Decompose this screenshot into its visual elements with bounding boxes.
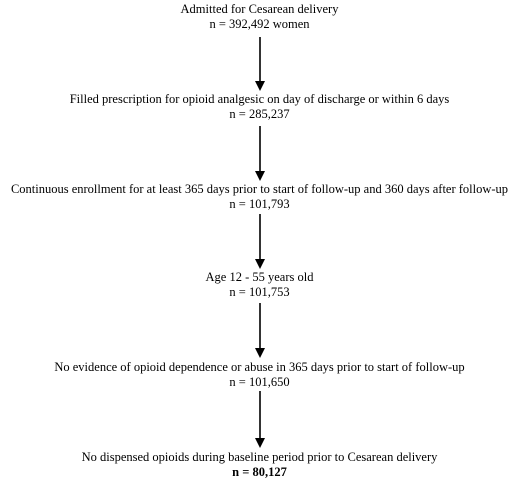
step-label: Filled prescription for opioid analgesic… xyxy=(69,92,450,106)
step-label: Admitted for Cesarean delivery xyxy=(180,2,339,16)
step-label: No evidence of opioid dependence or abus… xyxy=(54,360,465,374)
step-age-range: Age 12 - 55 years old n = 101,753 xyxy=(0,270,519,300)
step-label: Continuous enrollment for at least 365 d… xyxy=(10,182,509,196)
step-admitted-cesarean: Admitted for Cesarean delivery n = 392,4… xyxy=(0,2,519,32)
step-count: n = 101,793 xyxy=(229,197,290,211)
step-label: Age 12 - 55 years old xyxy=(205,270,314,284)
step-count-final: n = 80,127 xyxy=(232,465,287,479)
step-no-opioid-dependence: No evidence of opioid dependence or abus… xyxy=(0,360,519,390)
step-count: n = 101,753 xyxy=(229,285,290,299)
step-continuous-enrollment: Continuous enrollment for at least 365 d… xyxy=(0,182,519,212)
step-count: n = 101,650 xyxy=(229,375,290,389)
step-count: n = 392,492 women xyxy=(209,17,310,31)
step-no-dispensed-opioids: No dispensed opioids during baseline per… xyxy=(0,450,519,480)
step-count: n = 285,237 xyxy=(229,107,290,121)
step-label: No dispensed opioids during baseline per… xyxy=(81,450,438,464)
step-filled-prescription: Filled prescription for opioid analgesic… xyxy=(0,92,519,122)
